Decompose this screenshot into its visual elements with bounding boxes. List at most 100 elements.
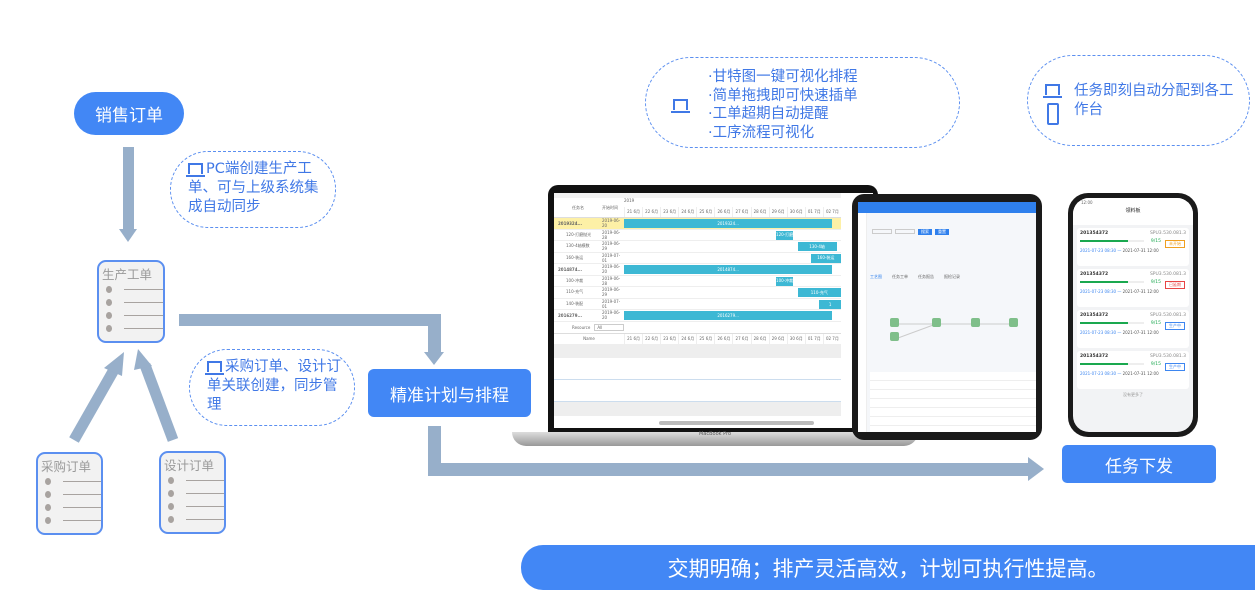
status-badge: 未开始 bbox=[1165, 240, 1185, 248]
callout-text: PC端创建生产工单、可与上级系统集成自动同步 bbox=[188, 161, 319, 215]
resource-select[interactable]: All bbox=[594, 323, 625, 331]
gantt-bar[interactable]: 2016279... bbox=[624, 311, 833, 320]
day-label: 22 6月 bbox=[642, 333, 660, 344]
gantt-bar[interactable]: 1 bbox=[819, 299, 841, 309]
callout-linked: 采购订单、设计订单关联创建，同步管理 bbox=[189, 349, 355, 426]
name-label: Name bbox=[583, 336, 595, 341]
day-label: 30 6月 bbox=[786, 207, 805, 217]
sales-order-node: 销售订单 bbox=[74, 92, 184, 135]
feature-item: ·工单超期自动提醒 bbox=[708, 106, 829, 122]
status-badge: 已延期 bbox=[1165, 281, 1185, 289]
card-count: 9/15 bbox=[1150, 362, 1161, 367]
day-label: 28 6月 bbox=[750, 207, 769, 217]
gantt-bar[interactable]: 110-充气 bbox=[797, 288, 841, 297]
gantt-bar[interactable]: 2014874... bbox=[624, 265, 833, 274]
arrow-head bbox=[1028, 457, 1044, 481]
up-arrows bbox=[69, 349, 179, 443]
callout-assign: 任务即刻自动分配到各工作台 bbox=[1027, 55, 1250, 146]
gantt-bar[interactable]: 2019324... bbox=[624, 219, 833, 228]
col-start: 开始时间 bbox=[602, 204, 618, 210]
tab[interactable]: 工艺图 bbox=[870, 274, 882, 279]
task-date: 2019-06-20 bbox=[602, 264, 621, 275]
card-end: 2021-07-31 12:00 bbox=[1122, 330, 1159, 335]
laptop-icon bbox=[186, 163, 205, 177]
laptop-base: MacBook Pro bbox=[512, 431, 918, 446]
tab[interactable]: 任务工单 bbox=[892, 274, 908, 279]
status-time: 12:00 bbox=[1073, 198, 1193, 207]
card-count: 9/15 bbox=[1150, 239, 1161, 244]
arrow-right bbox=[428, 463, 1030, 476]
day-label: 29 6月 bbox=[768, 207, 787, 217]
day-label: 22 6月 bbox=[642, 207, 660, 217]
card-end: 2021-07-31 12:00 bbox=[1122, 289, 1159, 294]
callout-text: 采购订单、设计订单关联创建，同步管理 bbox=[207, 359, 341, 413]
production-order-doc: 生产工单 bbox=[97, 260, 165, 343]
card-start: 2021-07-23 08:30 bbox=[1080, 248, 1117, 253]
reset-button[interactable]: 重置 bbox=[935, 229, 949, 235]
task-name: 120-打磨抛光 bbox=[566, 231, 592, 237]
day-label: 02 7月 bbox=[822, 207, 841, 217]
task-name: 2014874... bbox=[558, 266, 583, 272]
day-label: 29 6月 bbox=[768, 333, 787, 344]
card-sku: SPU3.530.081.3 bbox=[1149, 231, 1186, 236]
task-date: 2019-06-20 bbox=[602, 218, 621, 229]
card-id: 201354372 bbox=[1080, 272, 1109, 277]
laptop-icon bbox=[1043, 84, 1062, 98]
day-label: 25 6月 bbox=[696, 333, 714, 344]
task-date: 2019-06-28 bbox=[602, 229, 621, 240]
process-flow bbox=[890, 318, 1018, 341]
day-label: 26 6月 bbox=[714, 207, 732, 217]
search-button[interactable]: 搜索 bbox=[918, 229, 932, 235]
day-label: 24 6月 bbox=[678, 207, 696, 217]
gantt-bar[interactable]: 130-4轴 bbox=[797, 242, 837, 251]
gantt-bar[interactable]: 160-装运 bbox=[810, 253, 841, 263]
arrow-down bbox=[123, 147, 134, 231]
resource-label: Resource bbox=[572, 324, 591, 330]
day-label: 25 6月 bbox=[696, 207, 714, 217]
day-label: 28 6月 bbox=[750, 333, 769, 344]
card-end: 2021-07-31 12:00 bbox=[1122, 371, 1159, 376]
card-sku: SPU3.530.081.3 bbox=[1149, 272, 1186, 277]
task-card[interactable]: 201354372 SPU3.530.081.3 9/15 未开始 2021-07-23… bbox=[1077, 228, 1189, 266]
card-sku: SPU3.530.081.3 bbox=[1149, 354, 1186, 359]
laptop-icon bbox=[205, 361, 224, 375]
gantt-bar[interactable]: 100-冲裁 bbox=[775, 276, 794, 286]
gantt-row[interactable]: 140-装配 2019-07-01 1 bbox=[554, 298, 841, 310]
phone-title: 领料板 bbox=[1073, 207, 1193, 217]
tablet: 搜索 重置 工艺图 任务工单 任务报告 报检记录 bbox=[852, 194, 1042, 440]
task-date: 2019-07-01 bbox=[602, 252, 621, 263]
tab[interactable]: 任务报告 bbox=[918, 274, 934, 279]
feature-item: ·简单拖拽即可快速插单 bbox=[708, 87, 858, 104]
feature-item: ·工序流程可视化 bbox=[708, 124, 815, 141]
day-label: 01 7月 bbox=[804, 333, 823, 344]
arrow-head bbox=[424, 352, 444, 365]
doc-title: 设计订单 bbox=[164, 458, 215, 473]
card-id: 201354372 bbox=[1080, 354, 1109, 359]
horizontal-scrollbar[interactable] bbox=[659, 421, 814, 425]
card-count: 9/15 bbox=[1150, 321, 1161, 326]
callout-pc-create: PC端创建生产工单、可与上级系统集成自动同步 bbox=[170, 151, 336, 228]
col-task: 任务名 bbox=[572, 204, 584, 210]
day-label: 21 6月 bbox=[624, 333, 642, 344]
task-date: 2019-07-01 bbox=[602, 298, 621, 309]
gantt-bar[interactable]: 120-打磨 bbox=[775, 230, 794, 240]
task-name: 100-冲裁 bbox=[566, 277, 584, 283]
day-label: 27 6月 bbox=[732, 333, 750, 344]
task-name: 2016279... bbox=[558, 312, 583, 318]
task-name: 140-装配 bbox=[566, 300, 584, 306]
card-id: 201354372 bbox=[1080, 231, 1109, 236]
tab[interactable]: 报检记录 bbox=[944, 274, 960, 279]
gantt-row[interactable]: 120-打磨抛光 2019-06-28 120-打磨 bbox=[554, 229, 841, 241]
card-end: 2021-07-31 12:00 bbox=[1122, 248, 1159, 253]
